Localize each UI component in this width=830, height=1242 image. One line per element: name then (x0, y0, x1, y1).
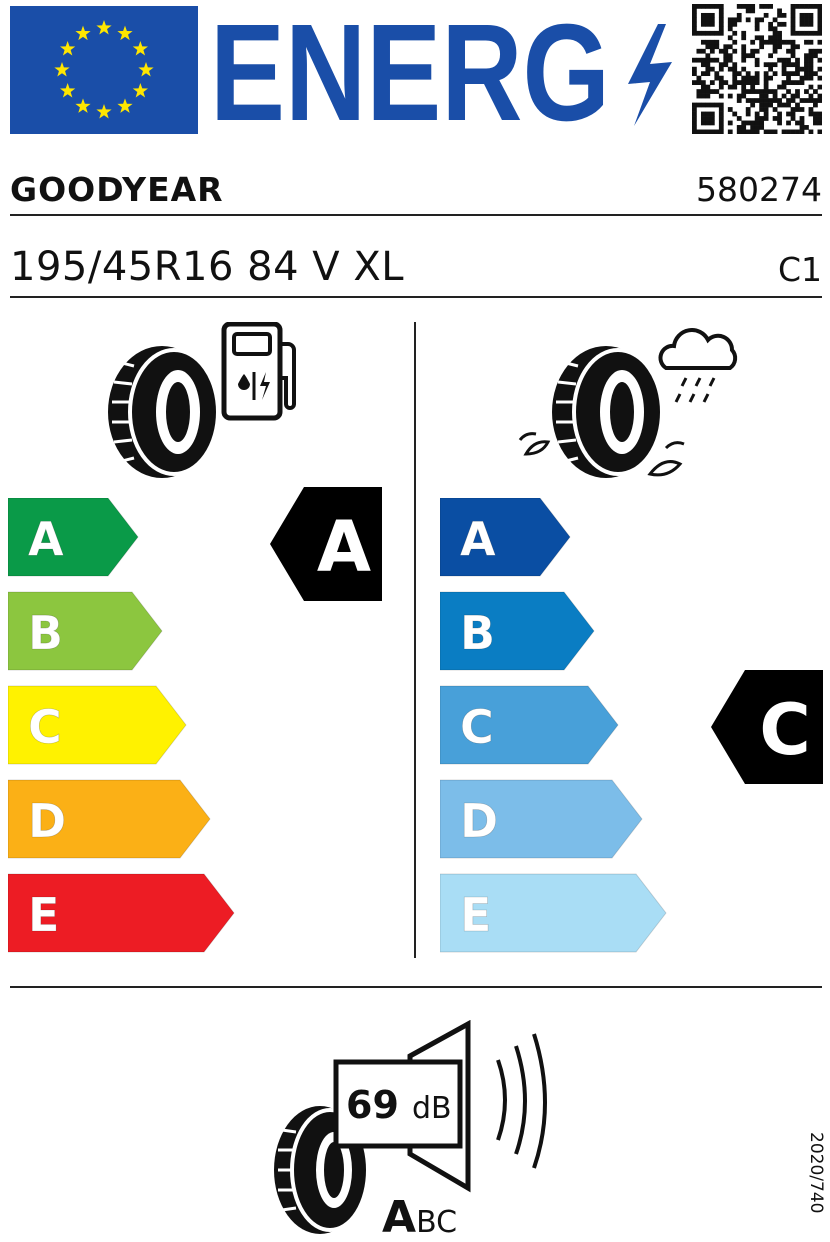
fuel-grade-arrow (8, 498, 139, 577)
fuel-grade-arrow (8, 685, 187, 765)
flag-star (117, 25, 133, 41)
vertical-divider (414, 322, 416, 958)
fuel-grade-c: C (8, 685, 187, 765)
fuel-grade-e: E (8, 873, 235, 953)
fuel-pump-tyre-icon (104, 321, 304, 486)
wet-grade-letter: D (460, 794, 498, 848)
wet-grade-e: E (440, 873, 667, 953)
noise-class-rest: BC (416, 1205, 457, 1238)
wet-grade-letter: E (460, 888, 491, 942)
fuel-grade-letter: C (28, 700, 62, 754)
divider (10, 214, 822, 216)
fuel-grade-letter: A (28, 512, 64, 566)
qr-code-icon[interactable] (692, 4, 823, 135)
divider (10, 986, 822, 988)
wet-grade-c: C (440, 685, 619, 765)
lightning-bolt-icon (628, 24, 672, 126)
flag-star (138, 62, 154, 77)
wet-grade-letter: A (460, 512, 496, 566)
flag-star (132, 41, 148, 56)
fuel-grade-d: D (8, 779, 211, 859)
fuel-grade-letter: D (28, 794, 66, 848)
wet-grade-arrow (440, 779, 643, 859)
wet-grade-b: B (440, 591, 595, 671)
wet-grade-arrow (440, 685, 619, 765)
wet-grade-a: A (440, 498, 571, 577)
flag-star (132, 83, 148, 98)
noise-class-main: A (382, 1192, 416, 1238)
fuel-rating-indicator: A (270, 487, 384, 605)
flag-star (96, 104, 112, 119)
noise-tyre-speaker-icon: 69 dB ABC (270, 1019, 570, 1242)
svg-text:ABC: ABC (382, 1192, 457, 1238)
fuel-grade-a: A (8, 498, 139, 577)
eu-flag-icon (10, 6, 198, 134)
wet-grade-letter: C (460, 700, 494, 754)
flag-star (60, 83, 76, 98)
energy-title-text: ENERG (210, 4, 610, 138)
wet-grade-arrow (440, 498, 571, 577)
flag-star (117, 98, 133, 113)
noise-value: 69 (346, 1083, 399, 1127)
brand-name: GOODYEAR (10, 170, 224, 209)
energy-title: ENERG (210, 0, 680, 150)
wet-grade-arrow (440, 873, 667, 953)
tyre-class: C1 (777, 250, 822, 289)
wet-grade-arrow (440, 591, 595, 671)
flag-star (96, 20, 112, 35)
noise-unit: dB (412, 1091, 452, 1126)
regulation-number: 2020/740 (806, 1132, 826, 1214)
wet-grade-d: D (440, 779, 643, 859)
flag-star (75, 25, 91, 41)
fuel-grade-arrow (8, 873, 235, 953)
fuel-rating-letter: A (317, 506, 371, 588)
wet-rating-letter: C (759, 689, 810, 771)
fuel-grade-arrow (8, 591, 163, 671)
fuel-grade-letter: E (28, 888, 59, 942)
fuel-grade-b: B (8, 591, 163, 671)
wet-grade-letter: B (460, 606, 495, 660)
flag-star (75, 98, 91, 113)
tyre-size: 195/45R16 84 V XL (10, 244, 405, 290)
flag-star (54, 62, 70, 77)
flag-star (60, 41, 76, 56)
wet-rating-indicator: C (711, 670, 825, 788)
fuel-grade-letter: B (28, 606, 63, 660)
fuel-grade-arrow (8, 779, 211, 859)
divider (10, 296, 822, 298)
model-id: 580274 (696, 170, 822, 209)
wet-grip-tyre-rain-icon (516, 322, 756, 496)
